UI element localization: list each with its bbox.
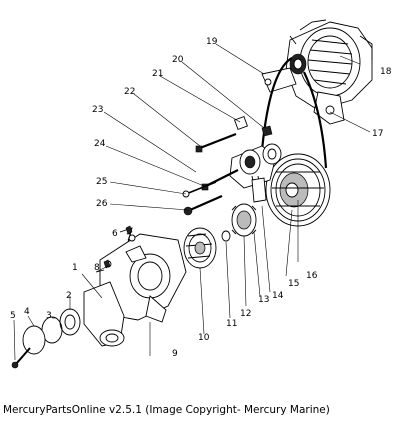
- drive-gear: [221, 203, 257, 242]
- callout-21: 21: [152, 69, 163, 79]
- callout-6: 6: [112, 229, 118, 239]
- callout-14: 14: [272, 291, 284, 301]
- callout-12: 12: [240, 309, 251, 319]
- callout-18: 18: [380, 67, 392, 77]
- callout-17: 17: [372, 129, 383, 139]
- callout-3: 3: [46, 311, 52, 321]
- callout-24: 24: [94, 139, 106, 149]
- callout-1: 1: [72, 263, 78, 273]
- callout-9: 9: [172, 349, 178, 359]
- alternator: [285, 19, 373, 125]
- callout-16: 16: [306, 271, 318, 281]
- pump-pulley: [183, 227, 217, 269]
- image-caption: MercuryPartsOnline v2.5.1 (Image Copyrig…: [3, 404, 330, 416]
- callout-26: 26: [96, 199, 108, 209]
- leader-lines: [13, 43, 371, 361]
- callout-22: 22: [124, 87, 135, 97]
- gaskets: [22, 308, 81, 355]
- callout-11: 11: [226, 319, 237, 329]
- callout-8: 8: [94, 263, 100, 273]
- belt-tensioner: [229, 116, 282, 203]
- callout-20: 20: [172, 55, 184, 65]
- screw: [11, 347, 31, 369]
- callout-2: 2: [66, 291, 72, 301]
- callout-25: 25: [96, 177, 107, 187]
- crank-pulley: [265, 153, 331, 227]
- mounting-bolts: [182, 132, 239, 216]
- callout-15: 15: [288, 279, 299, 289]
- callout-4: 4: [24, 307, 30, 317]
- callout-23: 23: [92, 105, 103, 115]
- callout-7: 7: [126, 233, 132, 243]
- exploded-parts-diagram: 1 2 3 4 5 6 7 8 9 10 11 12 13 14 15 16 1…: [10, 19, 392, 369]
- callout-13: 13: [258, 295, 269, 305]
- callout-10: 10: [198, 333, 210, 343]
- callout-labels: 1 2 3 4 5 6 7 8 9 10 11 12 13 14 15 16 1…: [10, 37, 392, 359]
- alternator-bracket: [261, 67, 297, 93]
- callout-5: 5: [10, 311, 16, 321]
- callout-19: 19: [206, 37, 218, 47]
- water-pump-housing: [83, 225, 187, 347]
